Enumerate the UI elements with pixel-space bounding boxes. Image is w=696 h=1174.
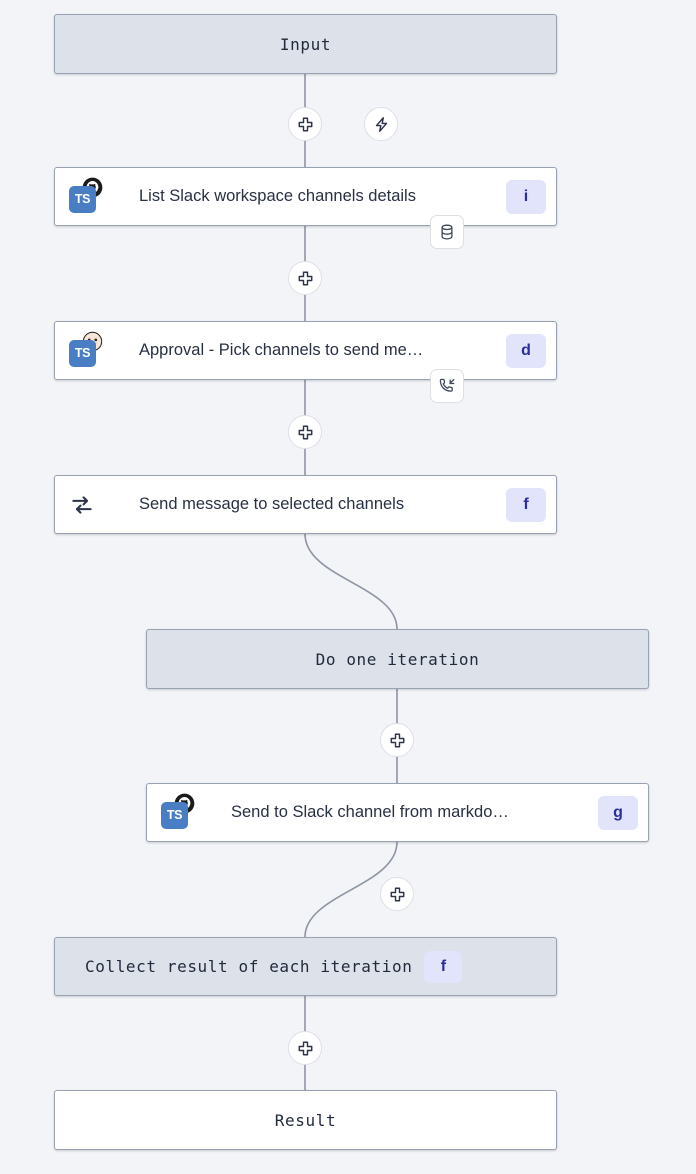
edge-c-to-iteration xyxy=(304,533,398,630)
node-a-label: List Slack workspace channels details xyxy=(139,187,416,205)
node-c-letter-badge[interactable]: f xyxy=(506,487,546,522)
node-g-icon-cluster: TS xyxy=(159,793,199,833)
node-b-letter-badge[interactable]: d xyxy=(506,333,546,368)
add-step-button-after-g[interactable] xyxy=(380,877,414,911)
plus-icon xyxy=(390,887,404,901)
node-c-label: Send message to selected channels xyxy=(139,495,405,513)
node-send-to-slack-markdown[interactable]: TS Send to Slack channel from markdo… g xyxy=(146,783,649,842)
add-step-button-after-b[interactable] xyxy=(288,415,322,449)
node-g-letter-badge[interactable]: g xyxy=(598,795,638,830)
node-collect-label: Collect result of each iteration xyxy=(85,957,413,976)
loop-repeat-icon xyxy=(67,490,97,520)
incoming-call-icon xyxy=(439,378,455,392)
node-input-label: Input xyxy=(279,34,332,54)
node-approval-pick-channels[interactable]: TS Approval - Pick channels to send me… … xyxy=(54,321,557,380)
database-icon xyxy=(441,224,453,240)
node-b-icon-cluster: TS xyxy=(67,331,107,371)
typescript-badge: TS xyxy=(69,185,96,213)
node-a-letter-badge[interactable]: i xyxy=(506,179,546,214)
node-g-label: Send to Slack channel from markdo… xyxy=(231,803,509,821)
add-step-button-after-collect[interactable] xyxy=(288,1031,322,1065)
node-do-one-iteration[interactable]: Do one iteration xyxy=(146,629,649,689)
plus-icon xyxy=(298,271,312,285)
add-step-button-after-input[interactable] xyxy=(288,107,322,141)
node-input[interactable]: Input xyxy=(54,14,557,74)
plus-icon xyxy=(298,117,312,131)
typescript-badge: TS xyxy=(69,339,96,367)
trigger-button[interactable] xyxy=(364,107,398,141)
approval-chip[interactable] xyxy=(430,369,464,403)
add-step-button-after-a[interactable] xyxy=(288,261,322,295)
database-chip[interactable] xyxy=(430,215,464,249)
node-b-label: Approval - Pick channels to send me… xyxy=(139,341,424,359)
node-collect-result[interactable]: Collect result of each iteration f xyxy=(54,937,557,996)
lightning-bolt-icon xyxy=(375,116,387,132)
node-list-slack-channels[interactable]: TS List Slack workspace channels details… xyxy=(54,167,557,226)
node-iteration-label: Do one iteration xyxy=(315,649,480,669)
node-collect-letter-badge[interactable]: f xyxy=(424,950,463,983)
add-step-button-in-iteration[interactable] xyxy=(380,723,414,757)
plus-icon xyxy=(390,733,404,747)
plus-icon xyxy=(298,425,312,439)
plus-icon xyxy=(298,1041,312,1055)
node-result[interactable]: Result xyxy=(54,1090,557,1150)
node-result-label: Result xyxy=(274,1110,337,1130)
node-a-icon-cluster: TS xyxy=(67,177,107,217)
typescript-badge: TS xyxy=(161,801,188,829)
node-send-message-loop[interactable]: Send message to selected channels f xyxy=(54,475,557,534)
